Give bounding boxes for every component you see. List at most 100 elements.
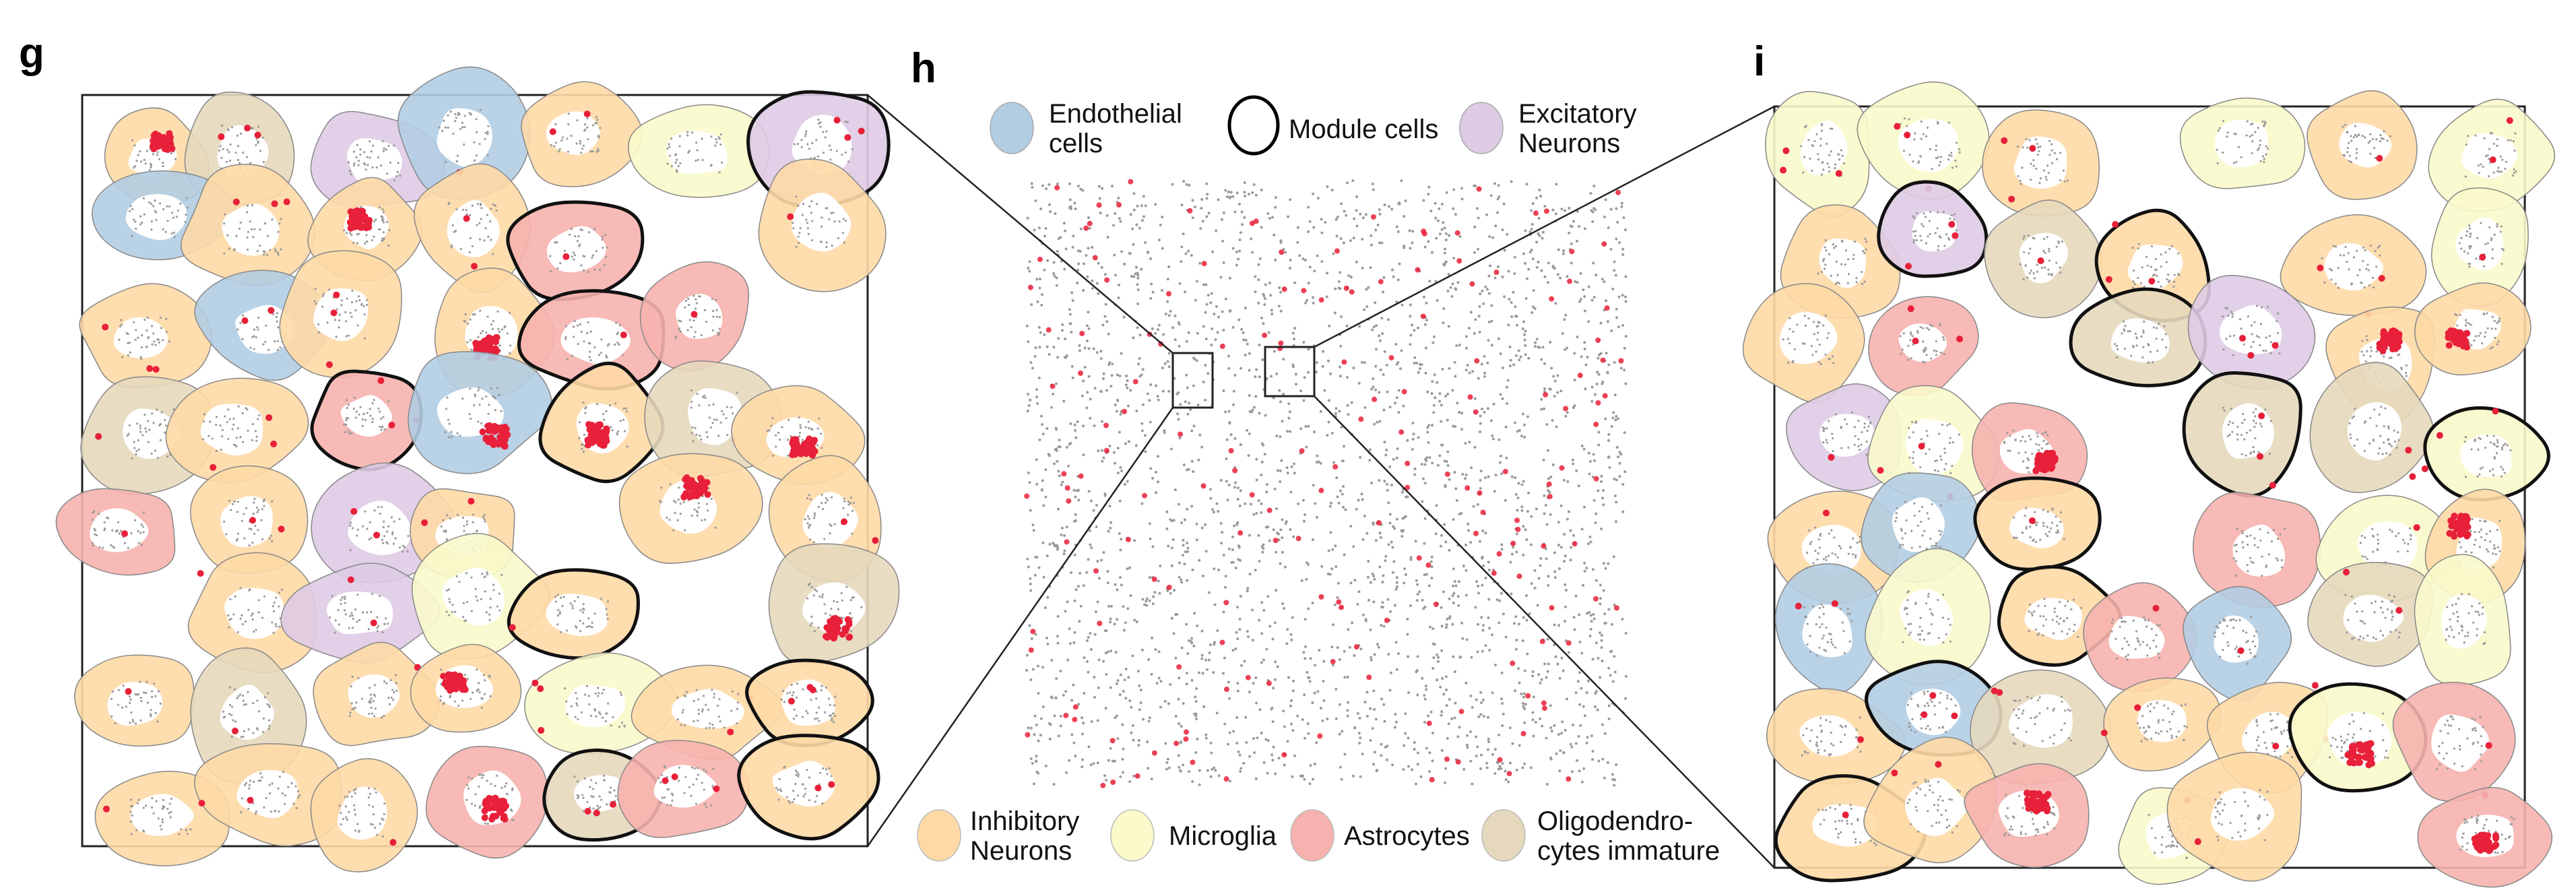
transcript-dot <box>479 309 482 312</box>
cell-dot <box>1545 676 1548 679</box>
transcript-dot <box>230 705 234 708</box>
transcript-dot <box>135 422 139 425</box>
transcript-dot <box>156 408 158 411</box>
cell-dot <box>1555 752 1558 755</box>
cell-dot <box>1307 205 1310 209</box>
cell-dot <box>1615 237 1618 241</box>
transcript-dot <box>845 585 848 588</box>
cell-dot <box>1428 751 1431 755</box>
transcript-dot <box>825 130 828 133</box>
cell-dot <box>1482 699 1485 702</box>
transcript-dot <box>387 144 390 148</box>
transcript-dot <box>393 179 396 182</box>
transcript-dot <box>820 447 823 449</box>
cell-dot <box>1072 641 1076 644</box>
module-cell-dot <box>1547 493 1553 499</box>
cell-dot <box>1334 218 1338 221</box>
cell-dot <box>1107 332 1110 336</box>
cell-dot <box>1415 361 1419 364</box>
cell-dot <box>1096 719 1099 722</box>
cell-nucleus <box>546 226 606 273</box>
cell-dot <box>1240 210 1244 214</box>
module-cell-dot <box>1341 359 1347 365</box>
transcript-dot <box>232 613 235 616</box>
module-cell-dot <box>1420 313 1426 319</box>
transcript-dot <box>239 436 242 439</box>
transcript-dot <box>391 531 394 534</box>
transcript-dot <box>598 268 602 272</box>
transcript-dot <box>337 623 340 626</box>
cell-dot <box>1445 459 1448 463</box>
transcript-dot <box>371 418 374 420</box>
transcript-dot <box>255 439 258 442</box>
cell-dot <box>1180 245 1184 249</box>
cell-dot <box>1077 703 1081 706</box>
transcript-dot <box>594 122 597 125</box>
cell-dot <box>1042 575 1045 579</box>
cell-dot <box>1260 474 1263 477</box>
cell-dot <box>1398 262 1401 265</box>
cell-dot <box>1186 652 1190 656</box>
cell-dot <box>1185 682 1188 686</box>
cell-dot <box>1369 266 1372 269</box>
transcript-dot <box>352 150 356 153</box>
transcript-dot <box>373 715 376 718</box>
transcript-dot <box>275 625 278 628</box>
transcript-dot <box>381 237 384 240</box>
cell-dot <box>1563 619 1566 623</box>
cell-dot <box>1328 573 1332 576</box>
cell-dot <box>1501 397 1504 400</box>
transcript-dot <box>606 600 610 603</box>
cell-dot <box>1037 566 1041 569</box>
cell-dot <box>1293 462 1296 466</box>
transcript-dot <box>391 533 394 536</box>
module-cell-dot <box>1543 391 1549 398</box>
cell-dot <box>1580 780 1584 784</box>
transcript-dot <box>143 414 146 416</box>
transcript-dot <box>501 328 503 331</box>
cell-dot <box>1486 407 1489 410</box>
cell-dot <box>1059 724 1062 728</box>
cell-dot <box>1371 183 1374 186</box>
cell-dot <box>1144 450 1147 453</box>
cell-dot <box>1499 393 1502 396</box>
cell-dot <box>1537 232 1540 235</box>
transcript-dot <box>802 202 805 205</box>
transcript-dot <box>335 336 337 338</box>
transcript-dot <box>589 350 591 353</box>
transcript-dot <box>251 422 255 426</box>
cell-dot <box>1054 448 1057 451</box>
transcript-dot <box>145 431 148 433</box>
cell-dot <box>1345 181 1349 185</box>
cell-dot <box>1332 461 1336 464</box>
transcript-dot <box>571 607 574 610</box>
transcript-dot <box>693 508 696 511</box>
transcript-dot <box>139 697 142 699</box>
cell-dot <box>1073 599 1076 602</box>
transcript-dot <box>709 722 711 725</box>
transcript-dot <box>598 136 600 139</box>
cell-dot <box>1309 764 1312 767</box>
transcript-dot <box>602 412 605 415</box>
cell-dot <box>1413 740 1416 744</box>
cell-dot <box>1255 368 1258 371</box>
cell-dot <box>1473 445 1477 449</box>
transcript-dot <box>263 251 266 253</box>
transcript-dot <box>147 420 150 422</box>
transcript-dot <box>133 447 136 449</box>
cell-dot <box>1073 201 1076 205</box>
module-transcript-dot <box>480 341 487 348</box>
transcript-dot <box>815 590 818 592</box>
cell-dot <box>1440 625 1444 628</box>
cell-dot <box>1161 367 1164 370</box>
transcript-dot <box>125 705 128 708</box>
transcript-dot <box>573 336 575 338</box>
transcript-dot <box>445 530 447 532</box>
transcript-dot <box>585 331 589 335</box>
cell-dot <box>1513 255 1516 259</box>
transcript-dot <box>232 443 236 446</box>
transcript-dot <box>660 486 663 489</box>
cell-dot <box>1048 542 1052 546</box>
module-transcript-dot <box>835 616 842 624</box>
cell-dot <box>1105 214 1109 217</box>
